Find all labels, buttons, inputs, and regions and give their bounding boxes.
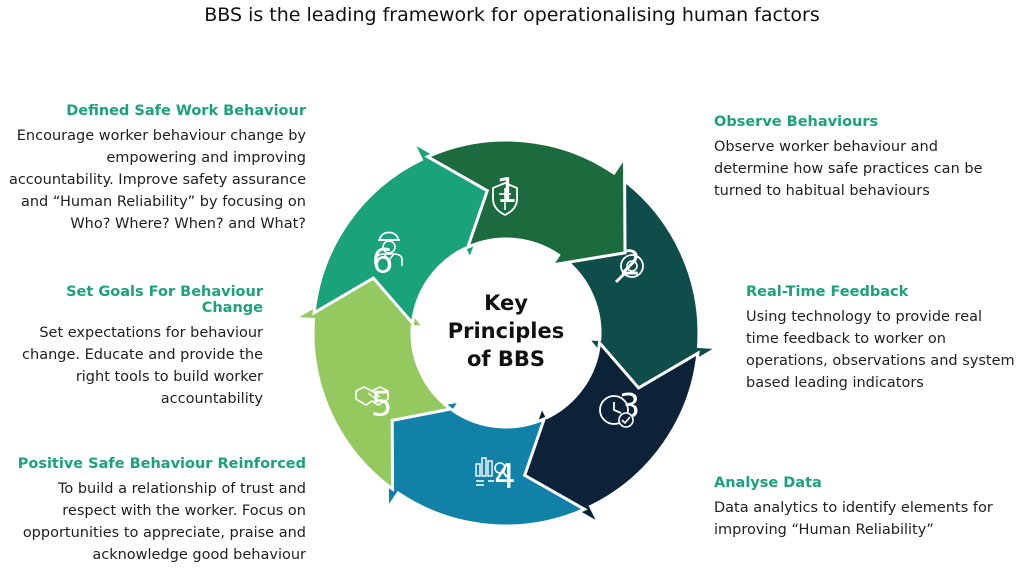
block-analyse-data: Analyse Data Data analytics to identify … <box>714 475 1019 541</box>
block-1-line: accountability. Improve safety assurance <box>8 172 306 188</box>
shield-icon <box>492 182 518 217</box>
center-line-3: of BBS <box>467 347 545 371</box>
block-5-line: To build a relationship of trust and <box>57 481 306 497</box>
block-1-line: Encourage worker behaviour change by <box>16 128 306 144</box>
block-2-text: Observe worker behaviour and determine h… <box>714 136 1014 202</box>
block-3-heading: Real-Time Feedback <box>746 284 909 300</box>
handshake-icon <box>355 386 389 406</box>
block-4-line: improving “Human Reliability” <box>714 522 934 538</box>
worker-icon <box>375 231 403 266</box>
block-3-line: time feedback to worker on <box>746 331 946 347</box>
block-1-text: Encourage worker behaviour change by emp… <box>0 125 306 235</box>
block-set-goals: Set Goals For Behaviour Change Set expec… <box>3 284 263 410</box>
block-1-line: empowering and improving <box>106 150 306 166</box>
cycle-segment-2 <box>557 173 723 398</box>
block-5-text: To build a relationship of trust and res… <box>1 478 306 566</box>
analytics-icon <box>475 457 508 486</box>
block-3-line: based leading indicators <box>746 375 924 391</box>
segment-number-4: 4 <box>494 457 516 497</box>
block-defined-safe-work-behaviour: Defined Safe Work Behaviour Encourage wo… <box>0 103 306 235</box>
block-4-line: Data analytics to identify elements for <box>714 500 993 516</box>
block-1-heading: Defined Safe Work Behaviour <box>66 103 306 119</box>
block-positive-safe-behaviour: Positive Safe Behaviour Reinforced To bu… <box>1 456 306 566</box>
block-3-text: Using technology to provide real time fe… <box>746 306 1021 394</box>
clock-check-icon <box>599 395 634 428</box>
block-4-text: Data analytics to identify elements for … <box>714 497 1019 541</box>
page-title: BBS is the leading framework for operati… <box>204 4 820 26</box>
segment-number-1: 1 <box>496 171 518 211</box>
block-4-heading: Analyse Data <box>714 475 822 491</box>
cycle-segment-3 <box>514 339 700 528</box>
block-5-line: respect with the worker. Focus on <box>62 503 306 519</box>
block-5-heading: Positive Safe Behaviour Reinforced <box>17 456 306 472</box>
block-1-line: and “Human Reliability” by focusing on <box>20 194 306 210</box>
cycle-segment-1 <box>424 138 627 268</box>
cycle-segment-5 <box>289 268 455 493</box>
block-2-heading: Observe Behaviours <box>714 114 879 130</box>
block-6-line: Set expectations for behaviour <box>39 325 263 341</box>
center-line-1: Key <box>484 291 528 315</box>
center-line-2: Principles <box>448 319 565 343</box>
block-2-line: turned to habitual behaviours <box>714 183 930 199</box>
block-3-line: Using technology to provide real <box>746 309 983 325</box>
block-5-line: acknowledge good behaviour <box>92 547 306 563</box>
magnifier-icon <box>614 254 644 284</box>
block-6-heading: Set Goals For Behaviour Change <box>66 284 263 316</box>
block-6-line: accountability <box>160 391 263 407</box>
block-6-text: Set expectations for behaviour change. E… <box>3 322 263 410</box>
block-5-line: opportunities to appreciate, praise and <box>22 525 306 541</box>
block-1-line: Who? Where? When? and What? <box>70 216 306 232</box>
block-6-line: change. Educate and provide the <box>22 347 263 363</box>
block-2-line: Observe worker behaviour and <box>714 139 938 155</box>
segment-number-6: 6 <box>372 242 394 282</box>
block-observe-behaviours: Observe Behaviours Observe worker behavi… <box>714 114 1014 202</box>
cycle-segment-6 <box>312 138 498 327</box>
block-2-line: determine how safe practices can be <box>714 161 983 177</box>
block-6-line: right tools to build worker <box>75 369 263 385</box>
block-3-line: operations, observations and system <box>746 353 1015 369</box>
block-real-time-feedback: Real-Time Feedback Using technology to p… <box>746 284 1021 394</box>
